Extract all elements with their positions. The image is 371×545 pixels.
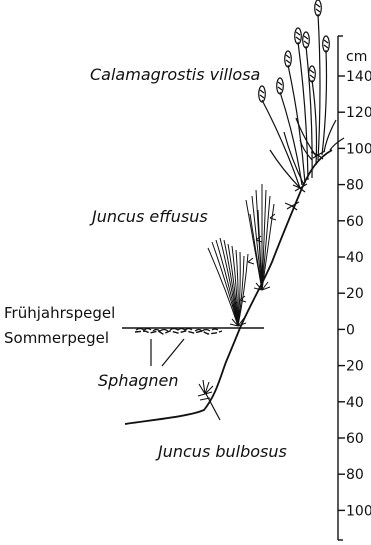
bulbous-rush-tuft (198, 380, 213, 400)
panicle-texture (296, 32, 300, 40)
panicle-texture (310, 70, 314, 78)
grass-culm (322, 50, 327, 155)
rush-flower-mark (248, 258, 254, 264)
grass-leaf (324, 120, 336, 152)
depth-scale (338, 36, 345, 540)
juncus-effusus-label: Juncus effusus (89, 207, 208, 226)
grass-panicle (309, 66, 316, 82)
spring-water-level-label: Frühjahrspegel (4, 304, 115, 322)
panicle-texture (278, 82, 282, 90)
panicle-texture (260, 90, 264, 98)
panicle-texture (316, 4, 320, 12)
calamagrostis-villosa-plant (259, 0, 344, 210)
grass-panicle (259, 86, 266, 102)
scale-tick-label: 0 (346, 322, 355, 338)
grass-leaf (270, 150, 300, 188)
grass-panicle (285, 51, 292, 67)
grass-culm (280, 92, 302, 185)
grass-tuft (285, 202, 299, 210)
scale-tick-label: 20 (346, 286, 364, 302)
juncus-bulbosus-label: Juncus bulbosus (155, 442, 287, 461)
scale-tick-label: 140 (346, 69, 371, 85)
grass-panicle (323, 36, 330, 52)
scale-tick-label: 100 (346, 503, 371, 519)
scale-tick-label: 100 (346, 141, 371, 157)
summer-water-level-label: Sommerpegel (4, 329, 109, 347)
panicle-texture (324, 40, 328, 48)
summer-water-level-line (135, 331, 222, 334)
scale-tick-label: 80 (346, 467, 364, 483)
juncus-bulbosus-plant (198, 380, 213, 400)
scale-tick-label: 20 (346, 359, 364, 375)
calamagrostis-villosa-label: Calamagrostis villosa (90, 65, 260, 84)
grass-panicle (303, 32, 310, 48)
juncus-effusus-plant (208, 184, 276, 326)
grass-panicle (315, 0, 322, 16)
grass-panicle (295, 28, 302, 44)
grass-panicle (277, 78, 284, 94)
scale-tick-label: 60 (346, 431, 364, 447)
scale-tick-label: 40 (346, 395, 364, 411)
scale-unit: cm (346, 49, 367, 65)
sphagnum-clumps (136, 329, 218, 332)
panicle-texture (304, 36, 308, 44)
rush-flower-mark (270, 214, 276, 220)
grass-culm (318, 14, 320, 160)
sphagnen-label: Sphagnen (98, 371, 179, 390)
panicle-texture (286, 55, 290, 63)
scale-tick-label: 40 (346, 250, 364, 266)
scale-tick-label: 80 (346, 178, 364, 194)
scale-tick-label: 120 (346, 105, 371, 121)
scale-tick-label: 60 (346, 214, 364, 230)
